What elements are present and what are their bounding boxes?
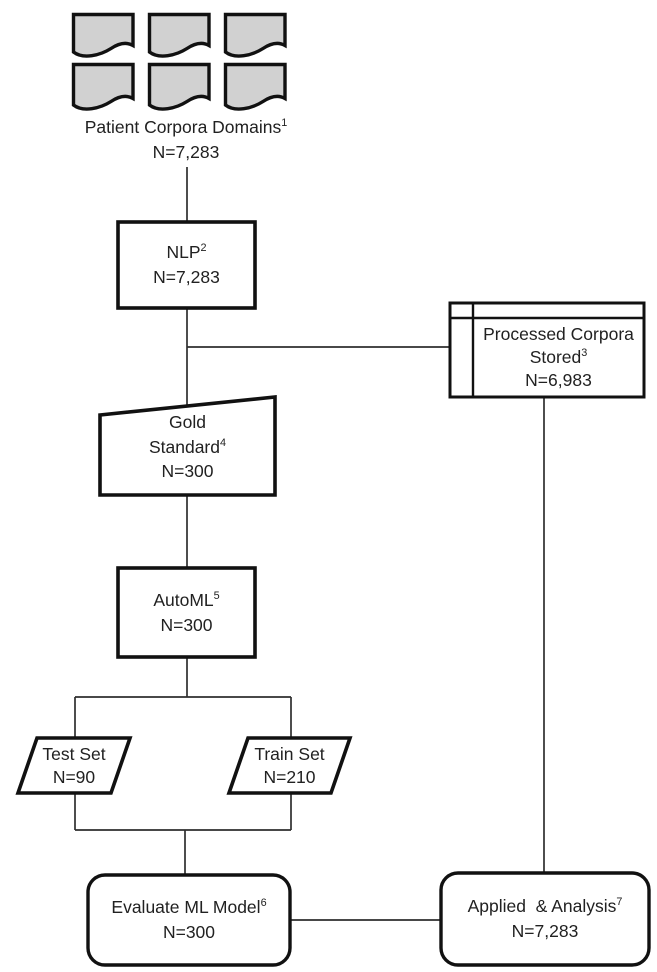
automl-footnote: 5 bbox=[213, 589, 220, 602]
corpora-n: N=7,283 bbox=[152, 142, 220, 162]
nlp-footnote: 2 bbox=[200, 242, 207, 255]
gold-standard-n: N=300 bbox=[161, 461, 214, 482]
applied-footnote: 7 bbox=[616, 896, 623, 909]
stored-footnote: 3 bbox=[581, 347, 588, 360]
nlp-n: N=7,283 bbox=[153, 267, 220, 287]
document-icon bbox=[147, 12, 211, 58]
nlp-box bbox=[116, 220, 257, 310]
gold-standard-label: Gold Standard4 N=300 bbox=[100, 399, 275, 495]
evaluate-label: Evaluate ML Model6 N=300 bbox=[88, 875, 290, 965]
nlp-title: NLP bbox=[166, 242, 201, 263]
test-set-title: Test Set bbox=[42, 743, 106, 764]
evaluate-title: Evaluate ML Model bbox=[111, 897, 261, 918]
automl-box bbox=[116, 566, 257, 659]
corpora-footnote: 1 bbox=[281, 117, 288, 130]
gold-standard-title: Gold Standard bbox=[148, 411, 220, 457]
stored-title: Processed Corpora Stored bbox=[483, 324, 634, 368]
test-set-shape bbox=[15, 736, 133, 795]
applied-title: Applied & Analysis bbox=[467, 896, 617, 917]
connector-lines bbox=[74, 167, 545, 921]
automl-n: N=300 bbox=[160, 614, 213, 635]
document-icon bbox=[223, 62, 287, 111]
document-icon bbox=[71, 62, 135, 111]
document-icon bbox=[223, 12, 287, 58]
corpora-title: Patient Corpora Domains bbox=[84, 117, 282, 138]
applied-n: N=7,283 bbox=[511, 921, 579, 941]
evaluate-box bbox=[86, 873, 292, 967]
evaluate-footnote: 6 bbox=[260, 897, 267, 910]
test-set-label: Test Set N=90 bbox=[18, 738, 130, 793]
gold-standard-shape bbox=[98, 395, 277, 497]
corpora-label: Patient Corpora Domains1 N=7,283 bbox=[56, 114, 316, 166]
document-icon bbox=[147, 62, 211, 111]
automl-label: AutoML5 N=300 bbox=[118, 568, 255, 657]
train-set-title: Train Set bbox=[254, 743, 325, 764]
evaluate-n: N=300 bbox=[162, 922, 216, 942]
train-set-shape bbox=[226, 736, 353, 795]
train-set-n: N=210 bbox=[263, 766, 316, 787]
document-icon bbox=[71, 12, 135, 58]
applied-label: Applied & Analysis7 N=7,283 bbox=[441, 873, 649, 965]
test-set-n: N=90 bbox=[52, 766, 96, 787]
automl-title: AutoML bbox=[153, 589, 214, 610]
train-set-label: Train Set N=210 bbox=[229, 738, 350, 793]
stored-n: N=6,983 bbox=[525, 369, 592, 390]
stored-box bbox=[448, 301, 646, 399]
stored-label: Processed Corpora Stored3 N=6,983 bbox=[473, 318, 644, 397]
applied-box bbox=[439, 871, 651, 967]
nlp-label: NLP2 N=7,283 bbox=[118, 222, 255, 308]
gold-standard-footnote: 4 bbox=[220, 436, 227, 449]
